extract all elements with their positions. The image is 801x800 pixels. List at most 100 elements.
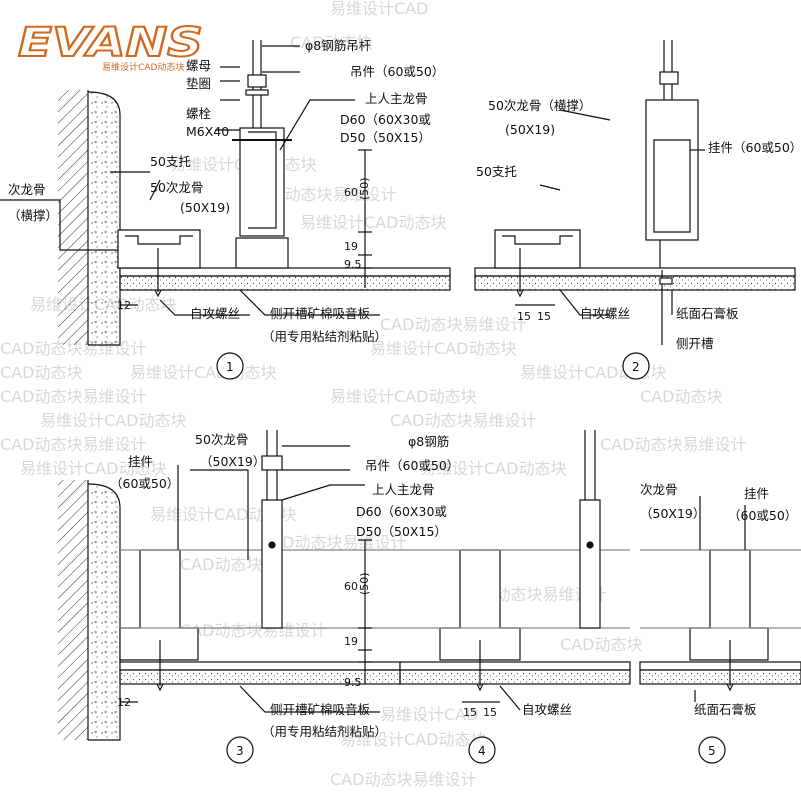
- bracket-profile: [502, 235, 573, 245]
- label-cross-runner-brace: （横撑）: [8, 208, 58, 223]
- detail-4: [399, 430, 631, 764]
- label-main-runner-d50: D50（50X15）: [340, 130, 431, 145]
- dim-50: (50): [358, 177, 371, 200]
- label-sub-runner: 50次龙骨: [195, 432, 248, 447]
- watermark-text: CAD动态块: [640, 387, 722, 406]
- side-slot: [659, 277, 673, 285]
- label-clip-size: （60或50）: [728, 508, 797, 523]
- watermark-text: CAD动态块易维设计: [330, 770, 476, 789]
- label-board-note: （用专用粘结剂粘贴）: [262, 724, 387, 739]
- main-runner-inner: [653, 139, 691, 233]
- main-runner: [645, 99, 699, 241]
- leader-line: [559, 109, 611, 121]
- hanger-clip: [235, 237, 289, 269]
- label-main-runner: 上人主龙骨: [365, 91, 428, 106]
- logo-subtitle: 易维设计CAD动态块: [102, 61, 184, 73]
- label-board: 侧开槽矿棉吸音板: [270, 306, 371, 321]
- bracket-profile: [125, 235, 193, 245]
- main-runner: [261, 499, 283, 629]
- dim-9-5: 9.5: [344, 676, 362, 689]
- dim-15b: 15: [537, 310, 551, 323]
- logo-text: EVANS: [18, 20, 203, 66]
- watermark-text: 易维设计CAD动态块: [300, 213, 446, 232]
- detail-number-circle: [622, 352, 650, 380]
- watermark-text: CAD动态块易维设计: [0, 435, 146, 454]
- label-rod: φ8钢筋: [408, 434, 449, 449]
- label-slot: 侧开槽: [676, 336, 714, 351]
- detail-4-labels: 15 15 自攻螺丝 4: [463, 702, 572, 758]
- screw: [516, 248, 524, 298]
- label-clip: 挂件: [744, 486, 769, 501]
- watermark-text: 易维设计CAD动态块: [330, 387, 476, 406]
- dim-19: 19: [344, 635, 358, 648]
- gypsum-board-layer: [399, 661, 631, 671]
- dim-15a: 15: [463, 706, 477, 719]
- wall-hatch: [58, 90, 88, 345]
- detail-3: [58, 430, 401, 764]
- label-main-runner-d60: D60（60X30或: [356, 504, 447, 519]
- label-sub-runner-size: (50X19): [505, 122, 555, 137]
- detail-number-circle: [226, 736, 254, 764]
- label-bracket: 50支托: [476, 164, 517, 179]
- watermark-text: 易维设计CAD动态块: [340, 730, 486, 749]
- label-bolt: 螺栓: [186, 106, 212, 121]
- watermark-text: CAD动态块: [290, 33, 372, 52]
- detail-number-circle: [468, 736, 496, 764]
- detail-5-labels: 次龙骨 挂件 （50X19） （60或50） 纸面石膏板 5: [640, 482, 797, 758]
- watermark-text: CAD动态块: [180, 555, 262, 574]
- watermark-text: 易维设计CAD动态块: [420, 459, 566, 478]
- mineral-wool-board: [474, 275, 796, 291]
- label-sub-runner: 50次龙骨: [150, 180, 203, 195]
- label-clip: 挂件: [128, 454, 153, 469]
- watermark-text: CAD动态块易维设计: [260, 533, 406, 552]
- screw: [156, 640, 164, 692]
- label-screw: 自攻螺丝: [522, 702, 572, 717]
- label-screw: 自攻螺丝: [580, 306, 630, 321]
- label-screw: 自攻螺丝: [190, 306, 240, 321]
- label-sub-runner-size: (50X19): [180, 200, 230, 215]
- watermark-text: 易维设计CAD动态块: [370, 339, 516, 358]
- screw: [726, 640, 734, 692]
- nut: [659, 71, 679, 85]
- label-nut: 螺母: [186, 58, 211, 73]
- dim-60: 60: [344, 580, 358, 593]
- detail-number: 3: [236, 744, 244, 758]
- wall-plaster: [87, 91, 121, 346]
- watermark-text: CAD动态块易维设计: [0, 387, 146, 406]
- nut: [261, 455, 283, 471]
- sub-runner: [494, 229, 581, 269]
- watermark-text: CAD动态块易维设计: [250, 185, 396, 204]
- label-cross-runner: 次龙骨: [8, 182, 46, 197]
- label-sub-runner-size: （50X19）: [200, 454, 265, 469]
- clip-profile: [689, 549, 769, 661]
- label-rod: φ8钢筋吊杆: [305, 38, 372, 53]
- label-main-runner: 上人主龙骨: [372, 482, 435, 497]
- label-clip-size: （60或50）: [110, 476, 179, 491]
- label-sub-runner-size: （50X19）: [640, 506, 705, 521]
- gypsum-board-layer: [119, 267, 451, 277]
- detail-number: 2: [632, 360, 640, 374]
- label-clip: 挂件（60或50）: [708, 140, 801, 155]
- wall-hatch: [58, 480, 88, 740]
- main-runner: [579, 499, 601, 629]
- watermark-text: CAD动态块易维设计: [180, 621, 326, 640]
- detail-number-circle: [698, 736, 726, 764]
- dim-50: (50): [358, 572, 371, 595]
- label-gypsum: 纸面石膏板: [676, 306, 739, 321]
- watermark-text: CAD动态块易维设计: [380, 315, 526, 334]
- watermark-text: 易维设计CAD动态块: [150, 505, 296, 524]
- label-board: 侧开槽矿棉吸音板: [270, 702, 371, 717]
- watermark-text: CAD动态块易维设计: [600, 435, 746, 454]
- detail-2-labels: 50次龙骨（横撑） (50X19) 挂件（60或50） 50支托 15 15 自…: [476, 98, 801, 374]
- label-main-runner-d50: D50（50X15）: [356, 524, 447, 539]
- watermark-text: 易维设计CAD动态块: [20, 459, 166, 478]
- gypsum-board-layer: [119, 661, 401, 671]
- washer: [245, 89, 269, 96]
- watermark-text: 易维设计CAD动态块: [40, 411, 186, 430]
- dim-15a: 15: [517, 310, 531, 323]
- label-sub-runner: 50次龙骨（横撑）: [488, 98, 591, 113]
- label-hanger: 吊件（60或50）: [350, 64, 444, 79]
- detail-number: 4: [478, 744, 486, 758]
- dim-9-5: 9.5: [344, 258, 362, 271]
